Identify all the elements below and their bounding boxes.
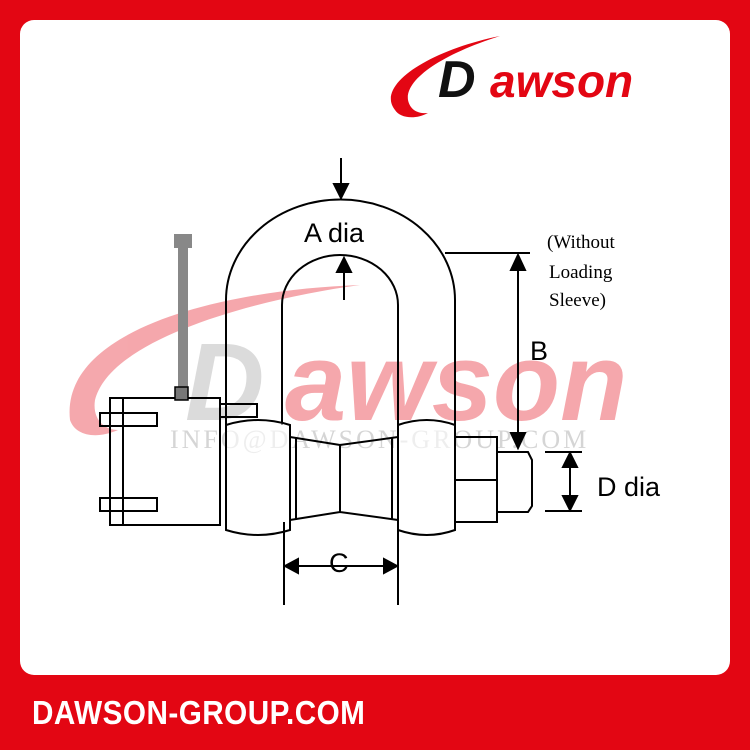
dawson-logo: D awson [390, 36, 633, 118]
label-c: C [329, 548, 349, 578]
shackle-drawing [99, 198, 533, 536]
label-b: B [530, 336, 548, 366]
footer-website: DAWSON-GROUP.COM [32, 694, 366, 731]
label-b-note-1: (Without [547, 232, 616, 253]
dimension-lines [282, 158, 582, 605]
label-b-note-3: Sleeve) [549, 290, 606, 311]
label-a-dia: A dia [304, 218, 365, 248]
label-b-note-2: Loading [549, 262, 613, 283]
label-d-dia: D dia [597, 472, 661, 502]
svg-text:awson: awson [285, 321, 627, 444]
svg-text:D: D [438, 51, 476, 109]
svg-text:awson: awson [490, 55, 633, 107]
